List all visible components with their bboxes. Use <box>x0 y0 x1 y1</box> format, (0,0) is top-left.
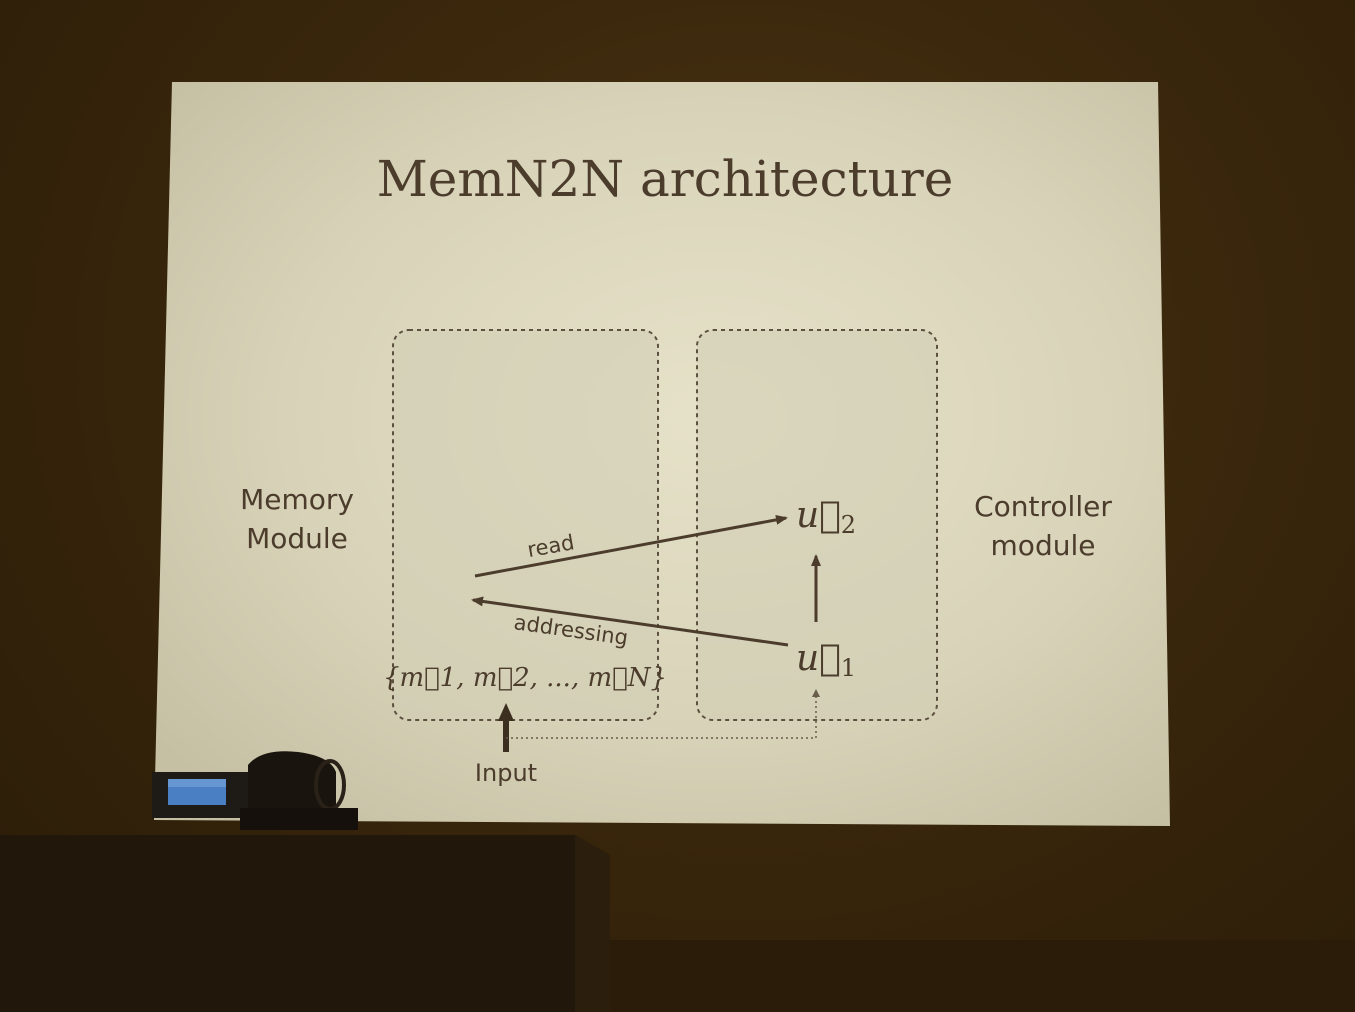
memory-label-line1: Memory <box>240 483 354 516</box>
u1-symbol: u⃗1 <box>796 638 856 682</box>
memory-label-line2: Module <box>246 522 348 555</box>
input-to-u1-dotted-path <box>506 689 820 739</box>
slide-title: MemN2N architecture <box>377 150 954 208</box>
podium-edge <box>575 835 610 1012</box>
podium <box>0 835 610 1012</box>
u2-symbol: u⃗2 <box>796 495 856 539</box>
camera-device <box>248 751 336 826</box>
memory-module-box <box>392 329 659 721</box>
controller-label-line1: Controller <box>974 490 1112 523</box>
controller-label-line2: module <box>991 529 1096 562</box>
memory-set-notation: {m⃗1, m⃗2, ..., m⃗N} <box>383 663 667 693</box>
controller-module-box <box>696 329 938 721</box>
laptop-screen-glare <box>168 779 226 787</box>
input-label: Input <box>475 759 537 787</box>
floor-shadow <box>610 940 1355 1012</box>
read-arrow <box>474 514 788 578</box>
device-base <box>240 808 358 830</box>
addressing-arrow <box>471 596 789 647</box>
